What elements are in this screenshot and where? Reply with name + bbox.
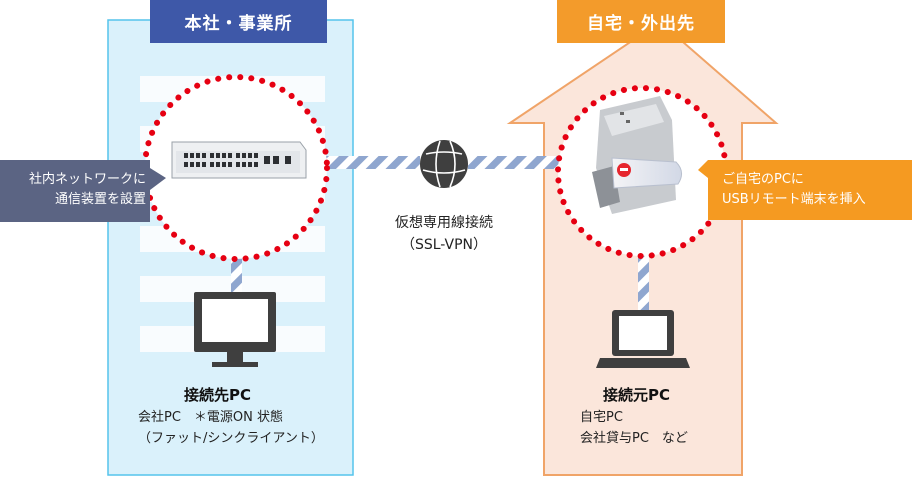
office-pc-line-2: （ファット/シンクライアント） <box>138 431 324 446</box>
desktop-monitor-icon <box>194 292 276 367</box>
home-pc-lines: 自宅PC 会社貸与PC など <box>580 407 688 449</box>
office-pc-title: 接続先PC <box>184 386 252 404</box>
office-title-tag: 本社・事業所 <box>150 0 327 43</box>
vpn-sublabel: （SSL-VPN） <box>400 237 488 253</box>
home-pc-line-1: 自宅PC <box>580 410 623 425</box>
home-callout <box>698 160 912 220</box>
office-callout-text: 社内ネットワークに 通信装置を設置 <box>10 170 146 210</box>
usb-remote-device-icon <box>592 96 682 214</box>
home-callout-text: ご自宅のPCに USBリモート端末を挿入 <box>722 170 908 210</box>
office-callout-line-2: 通信装置を設置 <box>54 192 146 207</box>
home-drop-line <box>638 218 649 310</box>
internet-globe-icon <box>420 140 468 188</box>
home-title-tag: 自宅・外出先 <box>557 0 725 43</box>
office-pc-lines: 会社PC ＊電源ON 状態 （ファット/シンクライアント） <box>138 407 324 449</box>
vpn-label: 仮想専用線接続 <box>395 215 493 231</box>
office-dotted-circle <box>142 74 330 262</box>
home-callout-line-2: USBリモート端末を挿入 <box>722 192 866 207</box>
network-switch-icon <box>171 141 307 179</box>
office-pc-line-1: 会社PC ＊電源ON 状態 <box>138 410 284 425</box>
laptop-icon <box>596 310 690 368</box>
vpn-label-block: 仮想専用線接続 （SSL-VPN） <box>372 212 516 256</box>
home-callout-line-1: ご自宅のPCに <box>722 172 804 187</box>
office-callout-line-1: 社内ネットワークに <box>28 172 146 187</box>
home-pc-title: 接続元PC <box>603 386 671 404</box>
office-title: 本社・事業所 <box>184 14 293 34</box>
home-pc-line-2: 会社貸与PC など <box>580 431 688 446</box>
office-callout <box>0 160 166 222</box>
home-title: 自宅・外出先 <box>587 14 695 34</box>
